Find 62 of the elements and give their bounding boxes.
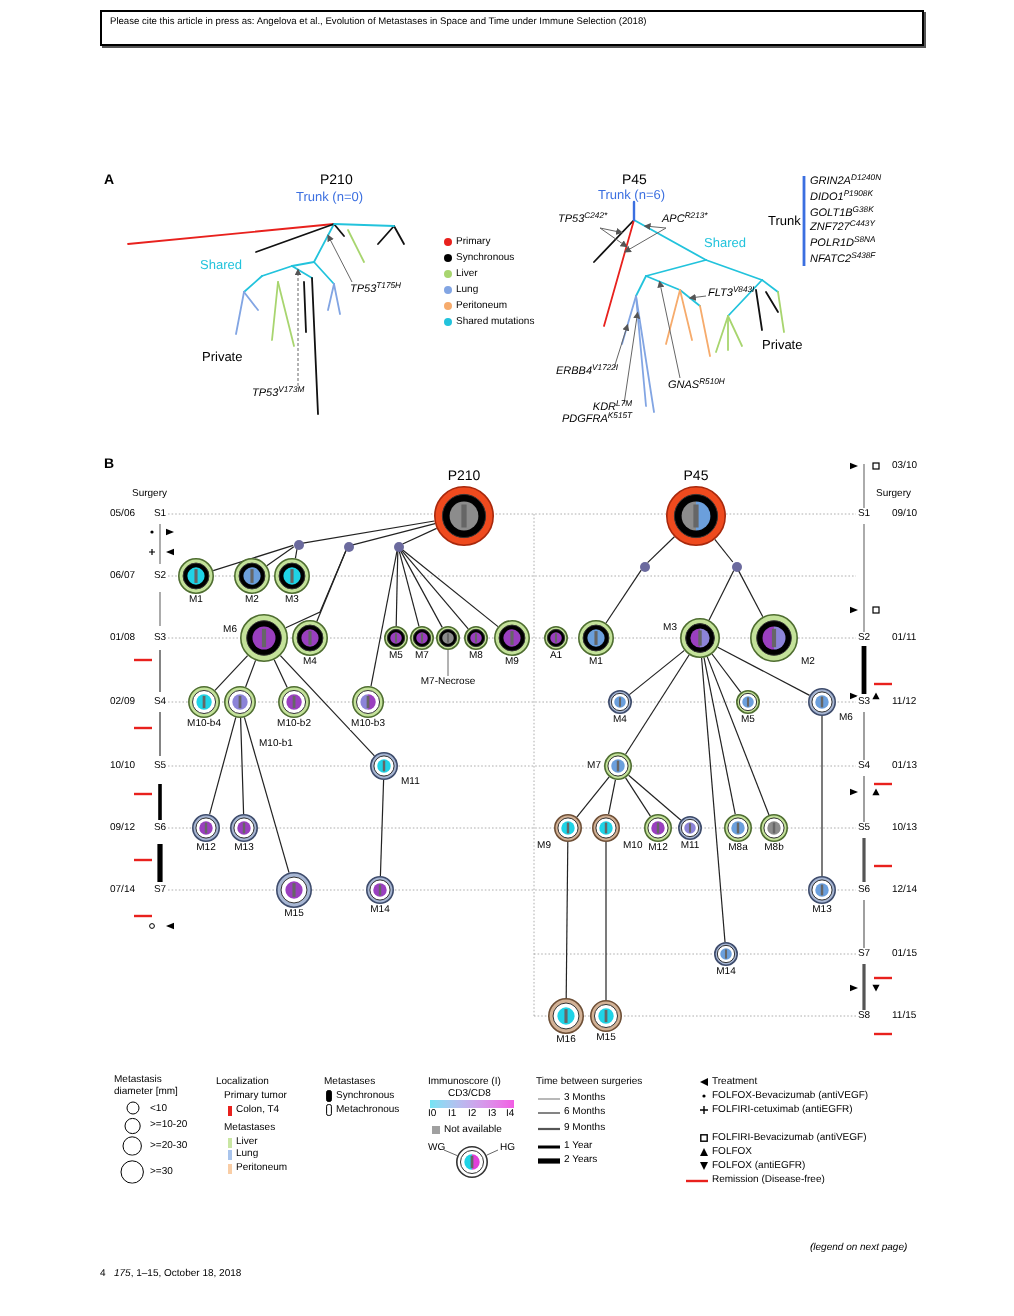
branch-line	[625, 777, 651, 817]
branch-line	[209, 716, 237, 815]
tree-branch	[291, 265, 313, 279]
branch-line	[400, 549, 469, 630]
tree-branch	[645, 275, 681, 291]
branch-line	[401, 548, 499, 628]
tree-branch	[593, 219, 635, 263]
leader-line	[643, 223, 667, 231]
branch-line	[608, 779, 616, 815]
tree-branch	[313, 223, 335, 263]
branch-line	[717, 646, 811, 696]
leader-line	[613, 323, 630, 369]
branch-line	[706, 656, 770, 816]
leader-line	[327, 234, 353, 283]
branch-line	[576, 776, 610, 818]
branch-line	[399, 549, 443, 628]
branch-line	[605, 841, 607, 1001]
branch-line	[302, 520, 435, 544]
branch-line	[714, 538, 734, 563]
leader-line	[443, 1149, 458, 1157]
branch-line	[703, 657, 736, 815]
branch-line	[625, 654, 690, 755]
branch-line	[647, 536, 675, 564]
branch-line	[245, 659, 257, 688]
leader-line	[447, 649, 449, 677]
branch-line	[214, 655, 249, 691]
branch-line	[398, 550, 420, 627]
branch-line	[294, 548, 298, 559]
leader-line	[486, 1149, 499, 1156]
leader-line	[623, 311, 641, 405]
branch-line	[605, 569, 642, 624]
branch-line	[708, 569, 735, 621]
branch-line	[316, 550, 347, 622]
leader-line	[657, 280, 681, 379]
leader-line	[599, 227, 624, 235]
leader-line	[688, 293, 707, 301]
branch-line	[273, 659, 288, 689]
branch-line	[821, 715, 823, 877]
tree-branch	[633, 219, 707, 261]
branch-line	[628, 649, 685, 696]
branch-line	[240, 717, 245, 815]
leader-line	[599, 227, 628, 248]
tree-branch	[679, 289, 701, 307]
branch-line	[737, 569, 764, 618]
branch-line	[565, 841, 569, 999]
branch-line	[395, 550, 399, 627]
branch-line	[212, 544, 294, 572]
branch-line	[711, 653, 742, 693]
branch-line	[402, 527, 438, 545]
branch-line	[266, 546, 295, 567]
tree-branch	[635, 295, 647, 407]
leader-line	[624, 227, 667, 253]
leader-line	[294, 268, 302, 387]
branch-line	[701, 657, 726, 943]
branch-line	[243, 716, 290, 874]
branch-line	[370, 550, 398, 687]
branch-line	[628, 774, 682, 821]
branch-line	[279, 655, 375, 757]
tree-branch	[603, 219, 635, 327]
branch-line	[379, 779, 385, 877]
tree-branch	[621, 295, 637, 345]
branch-line	[352, 523, 436, 546]
